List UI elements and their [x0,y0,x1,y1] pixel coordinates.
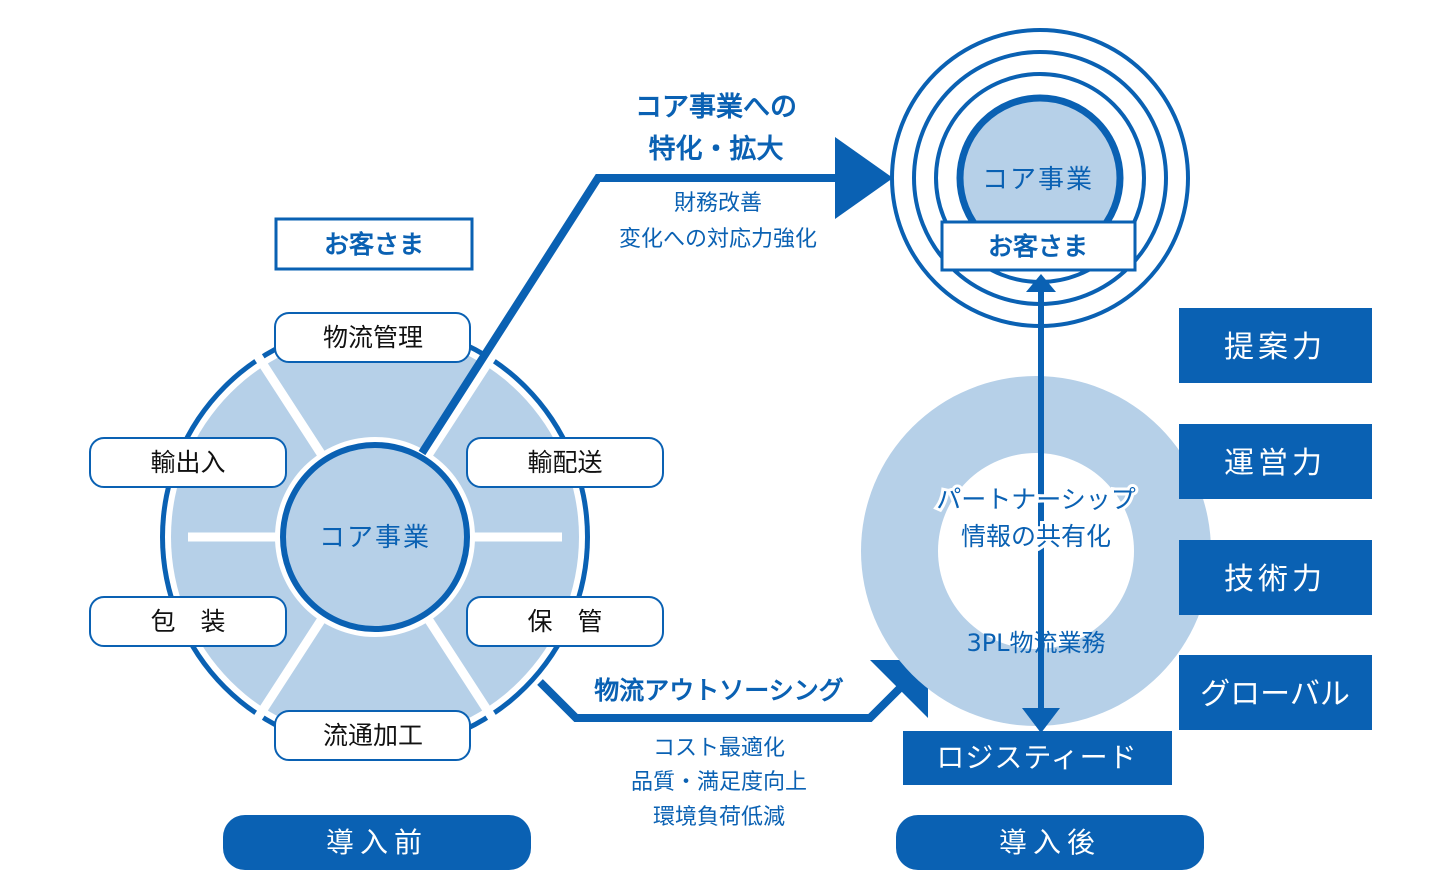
strength-box-operation: 運営力 [1179,424,1372,499]
segment-label-transport: 輸配送 [527,448,602,477]
segment-label-distribution-processing: 流通加工 [323,721,423,750]
segment-label-packaging: 包 装 [150,607,225,636]
segment-box-left-lower: 包 装 [89,596,287,647]
service-label: 3PL物流業務 [966,629,1105,657]
segment-box-bottom: 流通加工 [274,710,471,761]
provider-label: ロジスティード [936,741,1137,774]
lower-arrow-sub-2: 品質・満足度向上 [631,770,807,795]
strength-label-proposal: 提案力 [1224,330,1326,365]
after-customer-box: お客さま [940,220,1137,272]
strength-box-technology: 技術力 [1179,540,1372,615]
after-core-label: コア事業 [982,165,1094,195]
partnership-label-2: 情報の共有化 [961,522,1111,551]
strength-box-proposal: 提案力 [1179,308,1372,383]
after-customer-label: お客さま [988,232,1088,261]
upper-arrow-title-1: コア事業への [635,92,797,123]
before-core-label: コア事業 [319,523,431,553]
strength-label-operation: 運営力 [1224,446,1326,481]
before-customer-box: お客さま [274,217,474,271]
lower-arrow-title: 物流アウトソーシング [594,676,844,705]
upper-arrow-title-2: 特化・拡大 [649,134,784,165]
segment-label-storage: 保 管 [527,607,602,636]
before-label: 導入前 [326,826,428,859]
segment-box-right-lower: 保 管 [466,596,664,647]
segment-box-top: 物流管理 [274,312,471,363]
segment-box-left-upper: 輸出入 [89,437,287,488]
partnership-donut [861,376,1211,726]
strength-box-global: グローバル [1179,655,1372,730]
segment-label-logistics-management: 物流管理 [323,323,423,352]
upper-arrow [418,137,893,456]
strength-label-technology: 技術力 [1224,562,1326,597]
segment-label-import-export: 輸出入 [150,448,225,477]
after-label-pill: 導入後 [896,815,1204,870]
double-arrow [1022,274,1060,733]
before-label-pill: 導入前 [223,815,531,870]
upper-arrow-sub-1: 財務改善 [674,191,762,216]
before-customer-label: お客さま [324,230,424,259]
after-label: 導入後 [999,826,1101,859]
strength-label-global: グローバル [1200,677,1350,712]
core-circle [280,442,470,632]
segment-box-right-upper: 輸配送 [466,437,664,488]
lower-arrow-sub-1: コスト最適化 [653,736,785,761]
lower-arrow-sub-3: 環境負荷低減 [653,805,785,830]
provider-box: ロジスティード [903,731,1172,785]
upper-arrow-sub-2: 変化への対応力強化 [619,227,817,252]
partnership-label-1: パートナーシップ [936,485,1136,514]
